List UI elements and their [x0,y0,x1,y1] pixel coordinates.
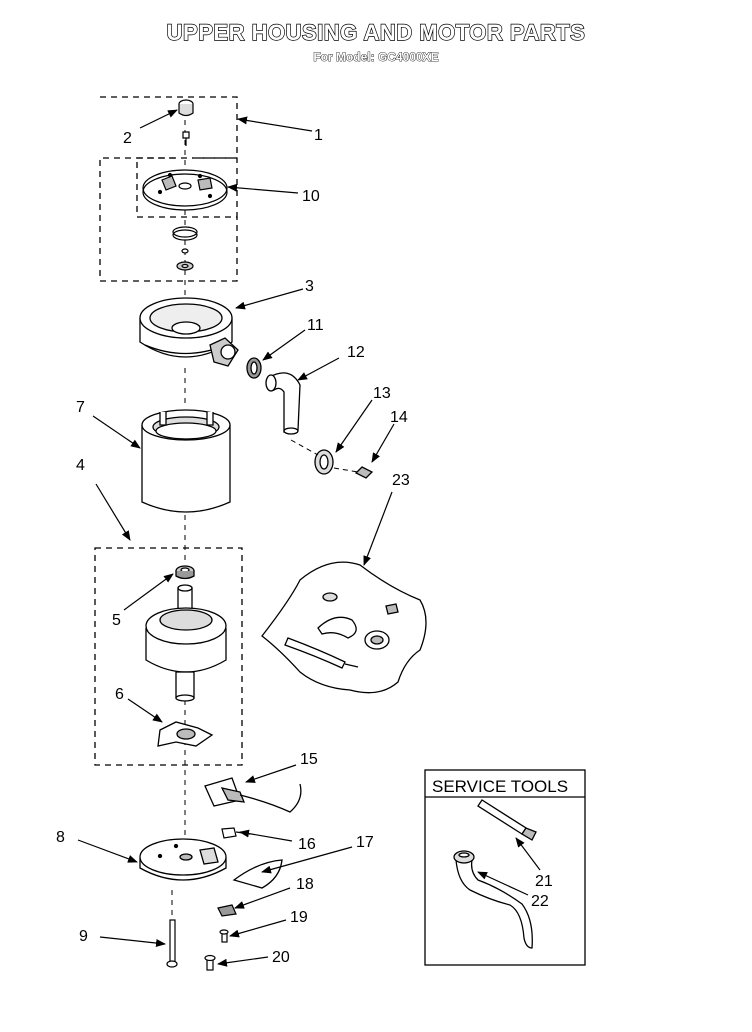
callout-5: 5 [112,612,121,629]
kit-dashed-box-1 [99,96,238,282]
callout-22: 22 [531,893,549,910]
callout-13: 13 [373,385,391,402]
part-end-bell [139,838,227,881]
callout-20: 20 [272,949,290,966]
tool-leaders [477,837,541,896]
part-motor-bracket [157,721,214,747]
motor-kit-dashed-box [94,547,243,766]
callout-6: 6 [115,686,124,703]
part-terminal-plate [217,904,237,917]
callout-19: 19 [290,909,308,926]
part-baffle-plate [142,169,228,211]
part-motor [145,584,227,702]
callout-9: 9 [79,928,88,945]
part-shell-cylinder [141,409,231,513]
callout-14: 14 [390,409,408,426]
callout-10: 10 [302,188,320,205]
callout-16: 16 [298,836,316,853]
model-subtitle: For Model: GC4000XE [313,50,439,65]
callout-18: 18 [296,876,314,893]
callout-15: 15 [300,751,318,768]
part-seal-ring [175,565,195,580]
part-flange-clamp [314,449,374,479]
tool-drain-tube [453,850,533,949]
callout-23: 23 [392,472,410,489]
part-screws [204,929,229,971]
part-sound-insulation [261,561,427,694]
service-tools-title: SERVICE TOOLS [432,777,568,796]
callout-leaders [77,109,395,967]
callout-17: 17 [356,834,374,851]
callout-21: 21 [535,873,553,890]
callout-2: 2 [123,130,132,147]
callout-7: 7 [76,399,85,416]
callout-3: 3 [305,278,314,295]
part-discharge-elbow [265,372,301,435]
service-tools-box: SERVICE TOOLS [424,769,586,966]
part-cover-plate [232,859,283,889]
part-upper-housing [139,297,239,367]
callout-11: 11 [307,317,324,334]
callout-4: 4 [76,457,85,474]
part-cap [178,99,194,146]
part-switch-assembly [204,777,302,813]
part-long-bolt [166,919,178,968]
page-title: UPPER HOUSING AND MOTOR PARTS [166,19,586,45]
callout-1: 1 [314,127,323,144]
tool-wrench [477,799,537,841]
part-small-disc [172,226,198,271]
callout-8: 8 [56,829,65,846]
callout-labels: 1 2 3 4 5 6 7 8 9 10 11 12 13 14 15 16 1… [56,127,553,966]
part-gasket-ring [246,357,262,379]
callout-12: 12 [347,344,365,361]
